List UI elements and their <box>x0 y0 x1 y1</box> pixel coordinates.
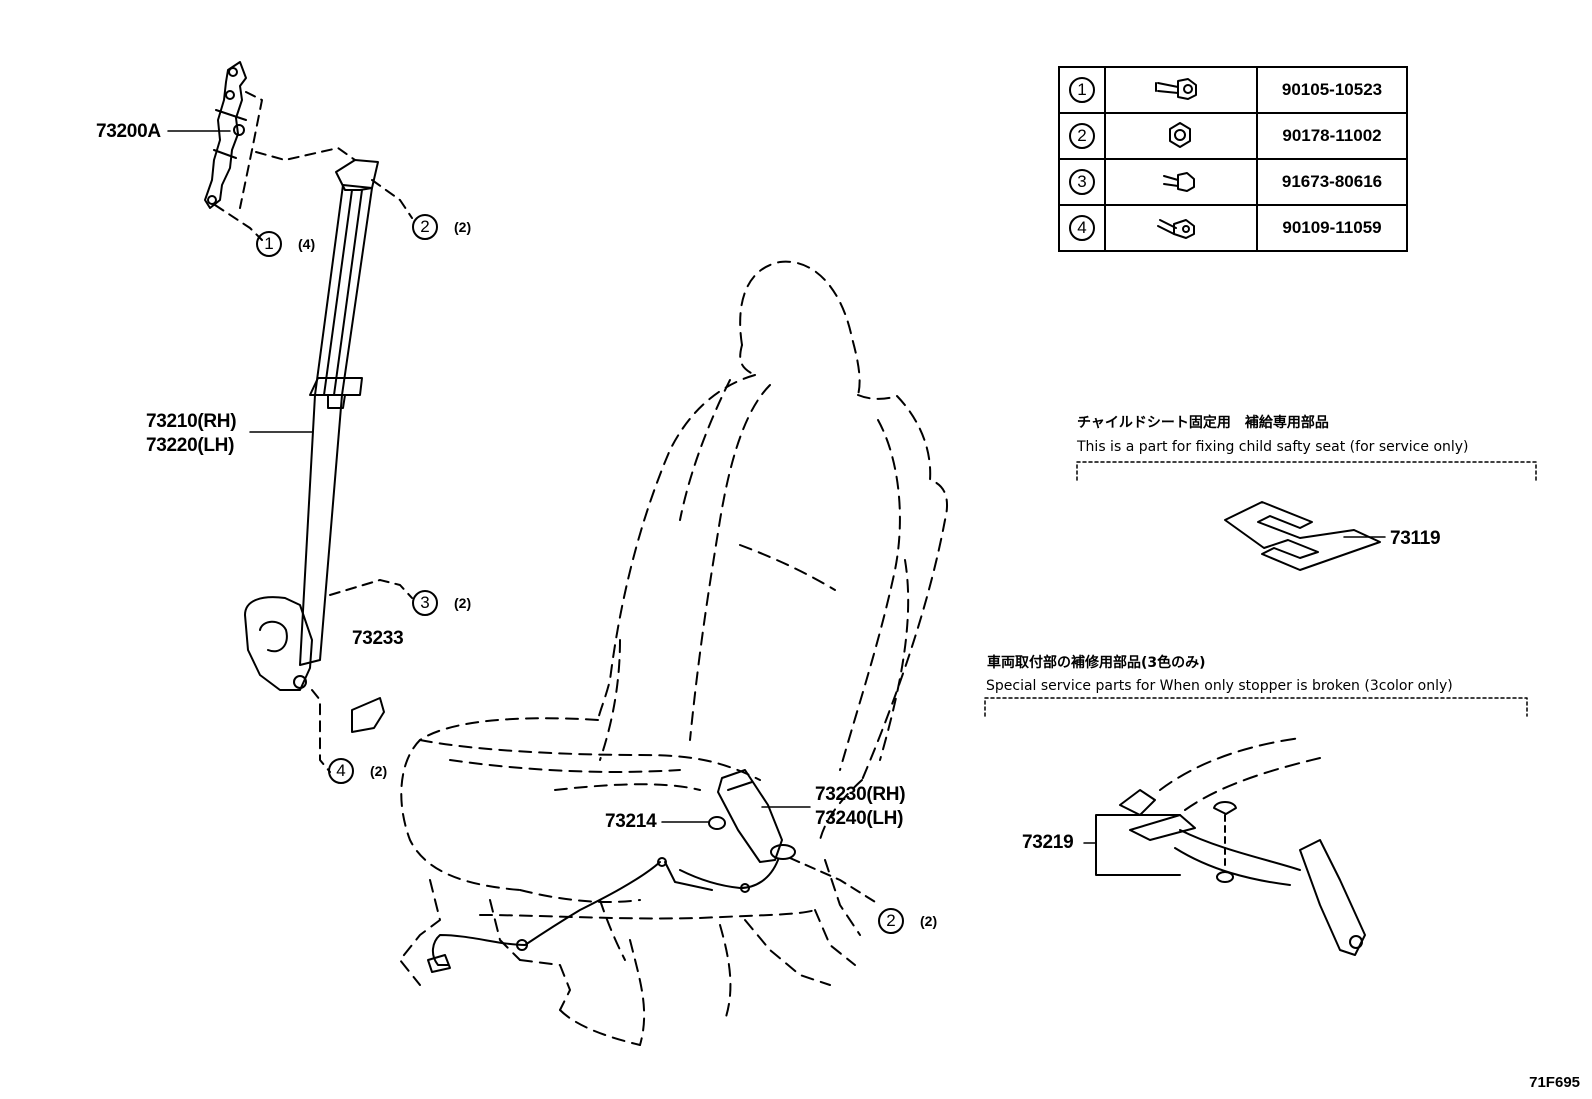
label-73233: 73233 <box>352 628 404 649</box>
callout-2b-count: (2) <box>920 913 938 929</box>
child-seat-plate-73119 <box>1224 501 1381 571</box>
leader-lines <box>167 130 1386 844</box>
fastener-part-number: 90105-10523 <box>1256 66 1408 114</box>
outer-belt-assembly <box>244 159 379 691</box>
retractor-dashed-links <box>311 579 413 773</box>
fastener-index: 1 <box>1069 77 1095 103</box>
fastener-row: 2 90178-11002 <box>1058 112 1408 160</box>
fastener-row: 3 91673-80616 <box>1058 158 1408 206</box>
callout-3-count: (2) <box>454 595 472 611</box>
note-brackets <box>984 461 1537 717</box>
fastener-part-number: 90178-11002 <box>1256 112 1408 160</box>
seat-outline <box>399 260 949 1046</box>
callout-4-count: (2) <box>370 763 388 779</box>
callout-3-circle: 3 <box>412 590 438 616</box>
stopper-note-en: Special service parts for When only stop… <box>986 678 1453 694</box>
label-73119: 73119 <box>1390 528 1441 549</box>
shoulder-anchor-adjuster <box>204 61 247 209</box>
callout-4-circle: 4 <box>328 758 354 784</box>
stopper-detail <box>1095 737 1366 956</box>
fastener-table: 1 90105-10523 2 90178-11002 3 91673-8061… <box>1058 66 1408 252</box>
label-73210-rh: 73210(RH) <box>146 411 237 432</box>
label-73214: 73214 <box>605 811 657 832</box>
retractor-cover-73233 <box>351 697 385 733</box>
fastener-index: 2 <box>1069 123 1095 149</box>
fastener-index: 4 <box>1069 215 1095 241</box>
fastener-part-number: 91673-80616 <box>1256 158 1408 206</box>
fastener-part-number: 90109-11059 <box>1256 204 1408 252</box>
stopper-note-jp: 車両取付部の補修用部品(3色のみ) <box>987 655 1206 671</box>
label-73220-lh: 73220(LH) <box>146 435 235 456</box>
fastener-index: 3 <box>1069 169 1095 195</box>
child-seat-note-jp: チャイルドシート固定用 補給専用部品 <box>1077 415 1329 431</box>
buckle-dashed-link <box>789 857 881 906</box>
callout-2-count: (2) <box>454 219 472 235</box>
inner-buckle-assembly <box>427 769 796 973</box>
figure-code: 71F695 <box>1529 1074 1580 1091</box>
label-73200a: 73200A <box>96 121 161 142</box>
fastener-row: 1 90105-10523 <box>1058 66 1408 114</box>
label-73230-rh: 73230(RH) <box>815 784 906 805</box>
anchor-dashed-links <box>214 91 413 241</box>
callout-1-circle: 1 <box>256 231 282 257</box>
child-seat-note-en: This is a part for fixing child safty se… <box>1077 439 1469 455</box>
callout-2-circle: 2 <box>412 214 438 240</box>
label-73219: 73219 <box>1022 832 1074 853</box>
callout-2b-circle: 2 <box>878 908 904 934</box>
label-73240-lh: 73240(LH) <box>815 808 904 829</box>
fastener-row: 4 90109-11059 <box>1058 204 1408 252</box>
callout-1-count: (4) <box>298 236 316 252</box>
